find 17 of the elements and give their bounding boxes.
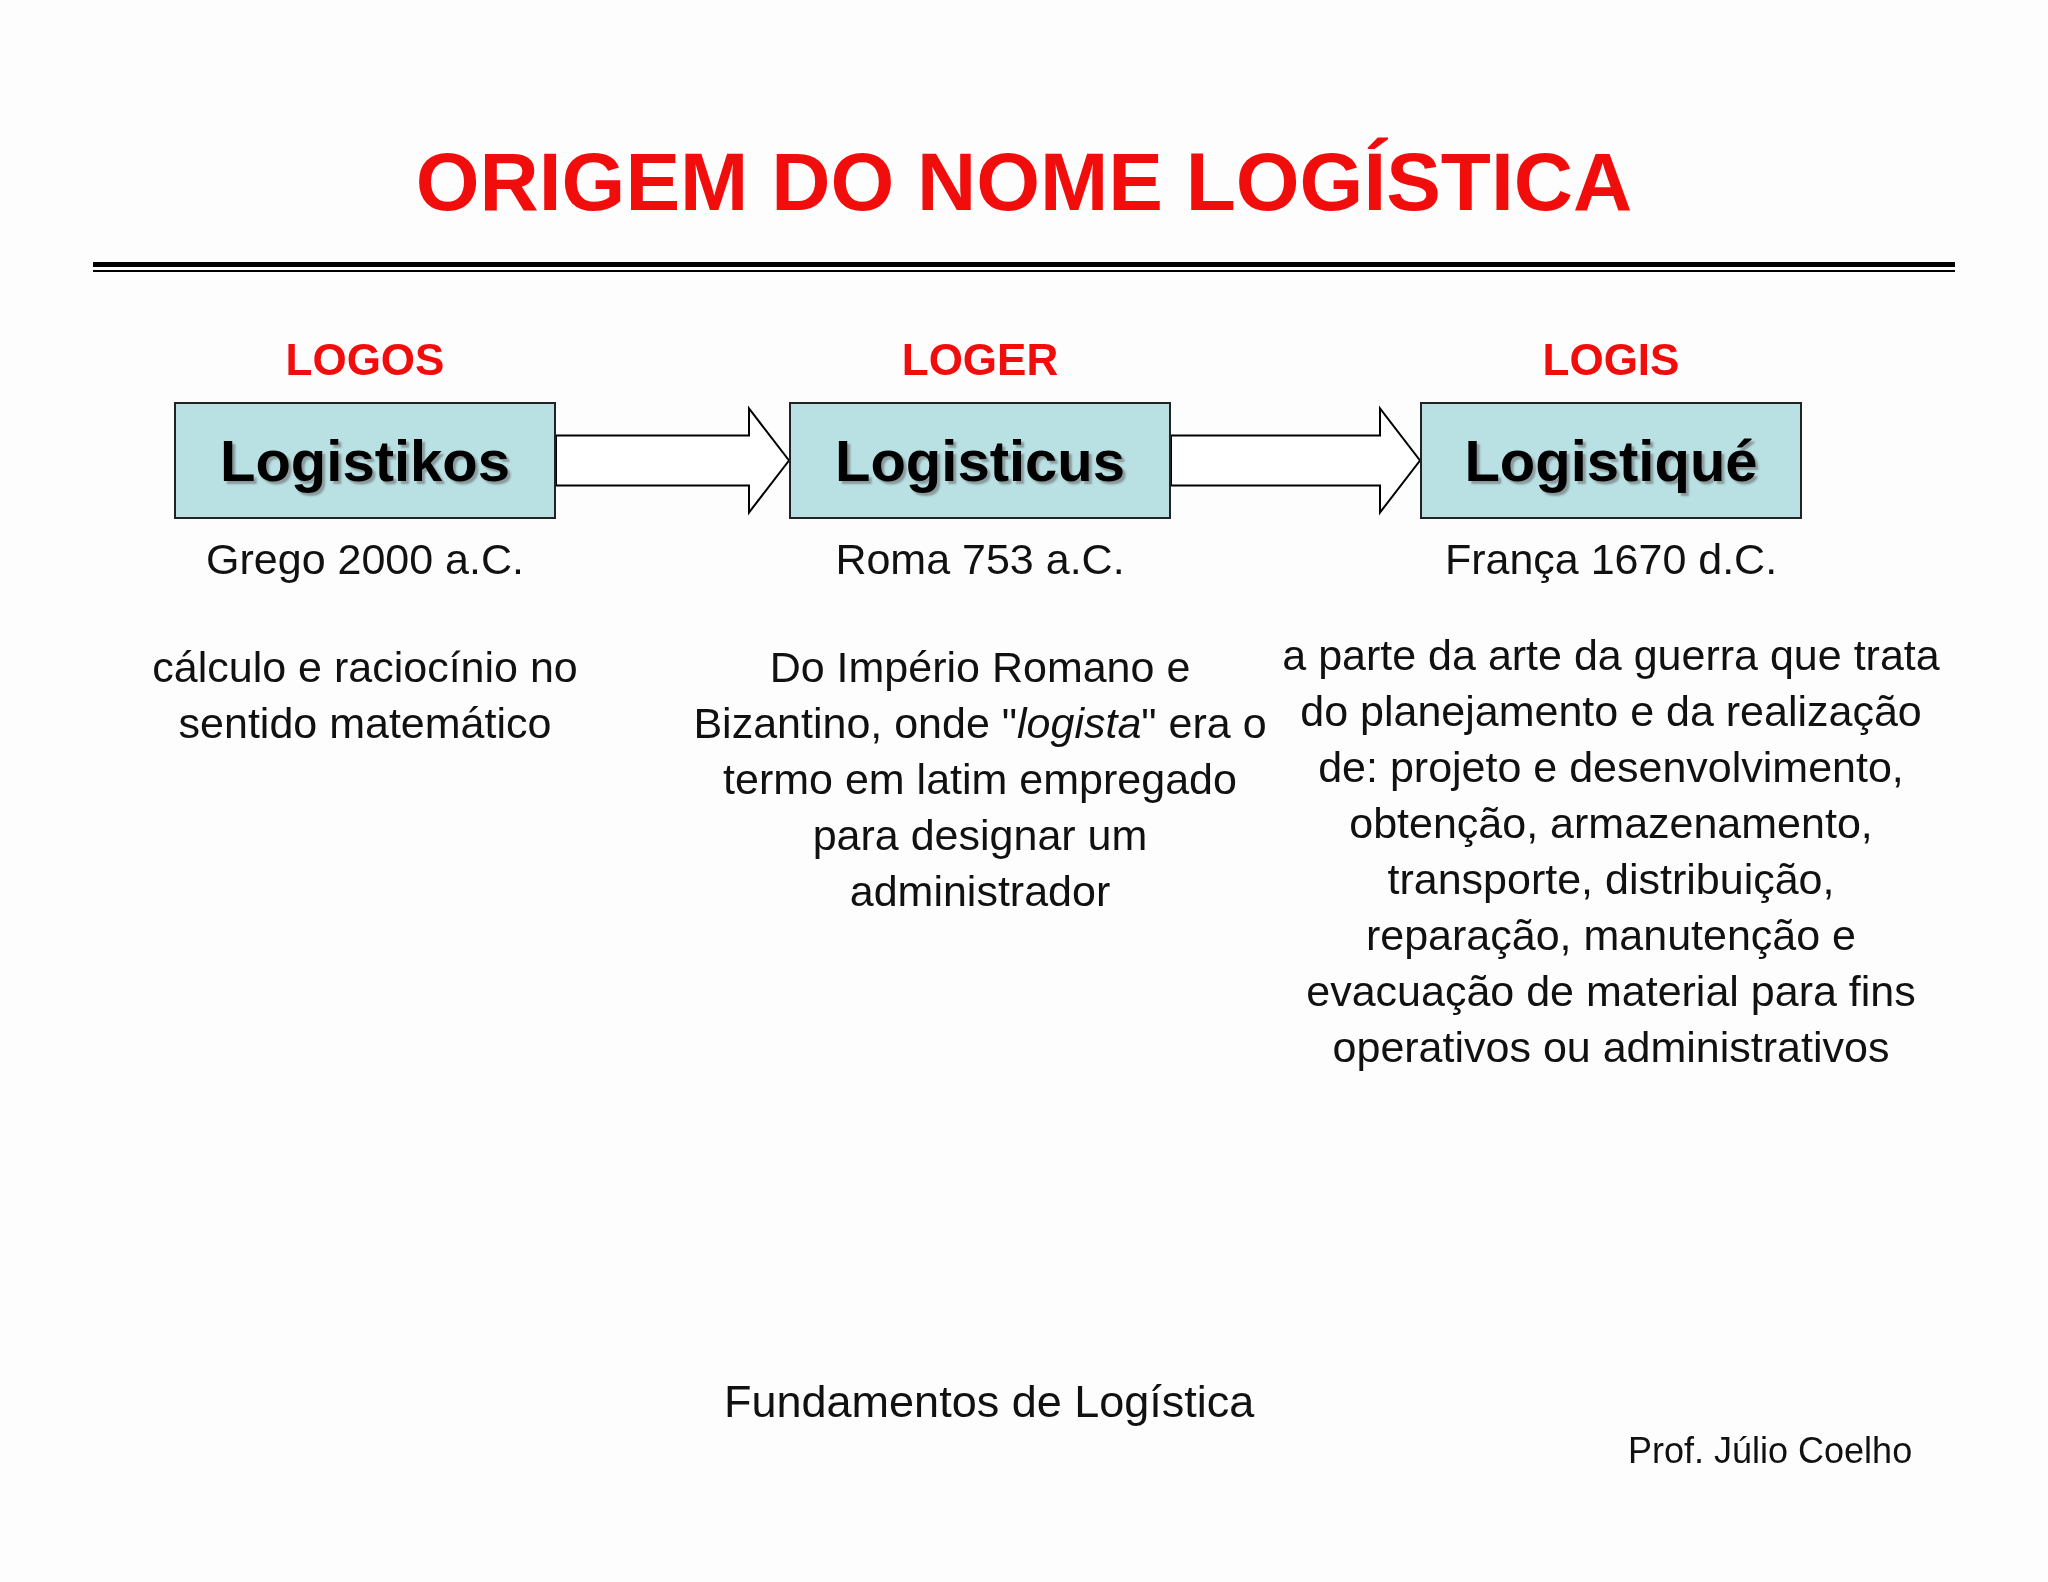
origin-date: Roma 753 a.C. [835,534,1125,585]
column-heading: LOGOS [285,334,445,386]
origin-date: França 1670 d.C. [1444,534,1778,585]
slide-title: ORIGEM DO NOME LOGÍSTICA [415,136,1633,227]
description-text: a parte da arte da guerra que trata do planejamento e da realização de: projeto e desenvolvimento, obtenção, armazenamento, transporte, distribuição, reparação, manutenção e evacuação de material para fins operativos ou administrativos [1281,630,1941,1073]
term-box: Logistiqué [1420,402,1802,519]
block-arrow [1170,405,1422,516]
term-box: Logistikos [174,402,556,519]
block-arrow [555,405,791,516]
term-box: Logisticus [789,402,1171,519]
description-text: Do Império Romano e Bizantino, onde "logista" era o termo em latim empregado para designar um administrador [692,642,1268,917]
origin-date: Grego 2000 a.C. [206,534,524,585]
description-text: cálculo e raciocínio no sentido matemático [151,642,579,749]
footer-title: Fundamentos de Logística [724,1376,1255,1428]
column-heading: LOGIS [1542,334,1680,386]
author-name: Prof. Júlio Coelho [1628,1430,1913,1472]
column-heading: LOGER [901,334,1059,386]
